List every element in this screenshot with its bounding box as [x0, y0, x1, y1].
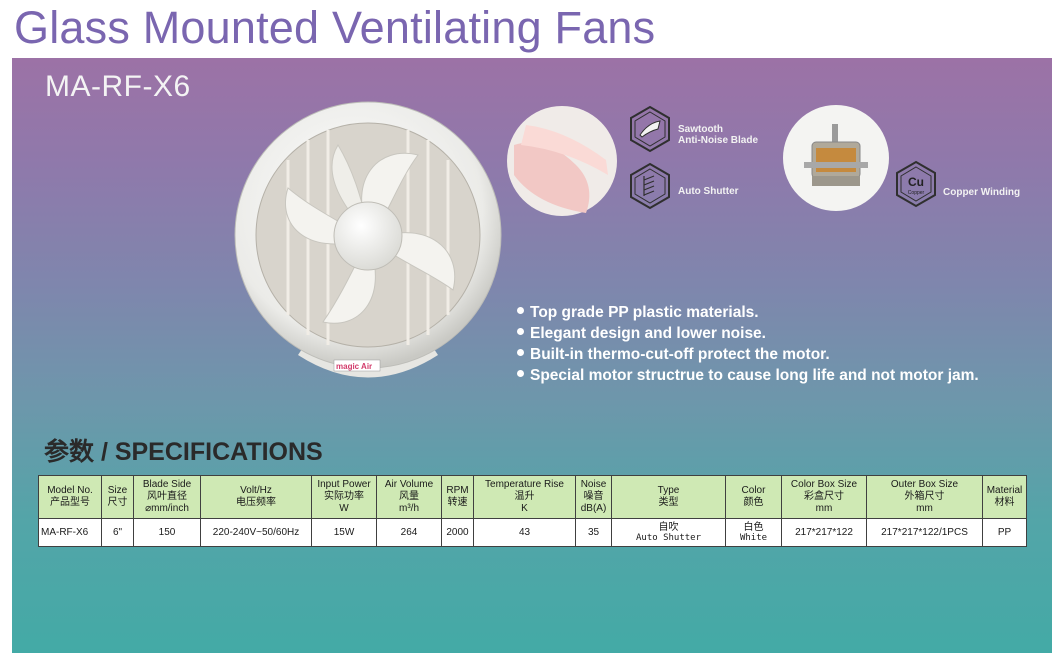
- cell-volt: 220-240V~50/60Hz: [200, 518, 312, 547]
- svg-text:Copper: Copper: [908, 190, 925, 196]
- fan-image: magic Air: [234, 101, 502, 378]
- cell-air-volume: 264: [376, 518, 442, 547]
- copper-icon: Cu Copper: [896, 160, 936, 208]
- list-item: Special motor structrue to cause long li…: [517, 365, 979, 386]
- specifications-title: 参数 / SPECIFICATIONS: [44, 438, 323, 466]
- cell-model: MA-RF-X6: [38, 518, 102, 547]
- cell-temp-rise: 43: [473, 518, 576, 547]
- cell-noise: 35: [575, 518, 612, 547]
- cell-outer-box: 217*217*122/1PCS: [866, 518, 983, 547]
- cell-blade: 150: [133, 518, 201, 547]
- cell-color-box: 217*217*122: [781, 518, 867, 547]
- feature-label-copper: Copper Winding: [943, 187, 1021, 198]
- cell-size: 6": [101, 518, 134, 547]
- feature-label-sawtooth: Sawtooth Anti-Noise Blade: [678, 124, 759, 146]
- cell-power: 15W: [311, 518, 377, 547]
- brand-logo: magic Air: [336, 362, 372, 371]
- blade-closeup-image: [507, 106, 617, 216]
- svg-text:Cu: Cu: [908, 175, 924, 189]
- feature-label-auto-shutter: Auto Shutter: [678, 186, 739, 197]
- list-item: Elegant design and lower noise.: [517, 323, 979, 344]
- page-title: Glass Mounted Ventilating Fans: [14, 2, 656, 53]
- model-code: MA-RF-X6: [45, 70, 191, 103]
- sawtooth-blade-icon: [630, 105, 670, 153]
- motor-image: [783, 105, 889, 211]
- cell-rpm: 2000: [441, 518, 474, 547]
- header-model: Model No.产品型号: [38, 475, 102, 519]
- auto-shutter-icon: [630, 162, 670, 210]
- table-row: MA-RF-X6 6" 150 220-240V~50/60Hz 15W 264…: [38, 518, 1027, 547]
- list-item: Built-in thermo-cut-off protect the moto…: [517, 344, 979, 365]
- list-item: Top grade PP plastic materials.: [517, 302, 979, 323]
- product-panel: MA-RF-X6: [12, 58, 1052, 653]
- cell-material: PP: [982, 518, 1027, 547]
- feature-bullet-list: Top grade PP plastic materials. Elegant …: [517, 302, 979, 386]
